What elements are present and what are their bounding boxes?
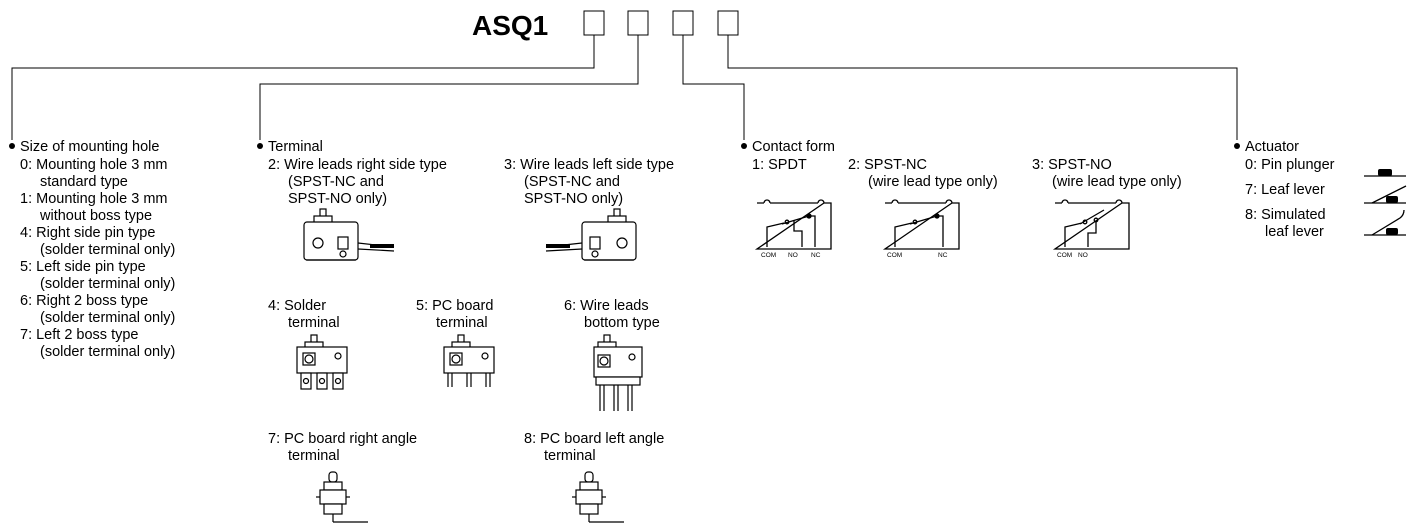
terminal-opt5-line2: terminal — [436, 315, 488, 331]
actuator-header: Actuator — [1245, 139, 1299, 155]
contact-header: Contact form — [752, 139, 835, 155]
spst-nc-com-label: COM — [887, 252, 903, 259]
size-option: (solder terminal only) — [40, 276, 176, 292]
wire-leads-bottom-illustration — [593, 334, 643, 411]
wire-leads-left-illustration — [545, 208, 637, 261]
terminal-opt4-line2: terminal — [288, 315, 340, 331]
contact-opt3-line2: (wire lead type only) — [1052, 174, 1182, 190]
contact-opt2-line2: (wire lead type only) — [868, 174, 998, 190]
size-option: 4: Right side pin type — [20, 225, 156, 241]
code-box-4 — [717, 10, 739, 36]
code-box-1 — [583, 10, 605, 36]
spst-no-schematic — [1052, 199, 1130, 250]
terminal-opt3-line3: SPST-NO only) — [524, 191, 624, 207]
pc-board-terminal-illustration — [443, 334, 495, 387]
bullet-size — [9, 143, 15, 149]
spdt-schematic — [754, 199, 832, 250]
size-option: 6: Right 2 boss type — [20, 293, 149, 309]
contact-opt1: 1: SPDT — [752, 157, 807, 173]
pc-board-right-angle-illustration — [316, 471, 368, 523]
size-option: (solder terminal only) — [40, 344, 176, 360]
spst-no-no-label: NO — [1078, 252, 1088, 259]
terminal-opt6-line2: bottom type — [584, 315, 660, 331]
terminal-opt2-line3: SPST-NO only) — [288, 191, 388, 207]
code-box-2 — [627, 10, 649, 36]
actuator-option: 7: Leaf lever — [1245, 182, 1325, 198]
terminal-opt3-line1: 3: Wire leads left side type — [504, 157, 675, 173]
spst-no-com-label: COM — [1057, 252, 1073, 259]
terminal-opt8-line2: terminal — [544, 448, 596, 464]
simulated-leaf-lever-icon — [1364, 209, 1406, 236]
pin-plunger-icon — [1364, 169, 1406, 177]
terminal-opt3-line2: (SPST-NC and — [524, 174, 620, 190]
size-option: standard type — [40, 174, 128, 190]
terminal-opt2-line2: (SPST-NC and — [288, 174, 384, 190]
actuator-option: 8: Simulated — [1245, 207, 1326, 223]
size-header: Size of mounting hole — [20, 139, 160, 155]
bullet-actuator — [1234, 143, 1240, 149]
spst-nc-nc-label: NC — [938, 252, 948, 259]
actuator-option: leaf lever — [1265, 224, 1324, 240]
size-option: (solder terminal only) — [40, 310, 176, 326]
model-code: ASQ1 — [472, 10, 549, 41]
terminal-opt7-line1: 7: PC board right angle — [268, 431, 418, 447]
size-option: 5: Left side pin type — [20, 259, 146, 275]
line-size — [11, 35, 595, 140]
size-option: 1: Mounting hole 3 mm — [20, 191, 168, 207]
contact-opt3-line1: 3: SPST-NO — [1032, 157, 1112, 173]
spdt-com-label: COM — [761, 252, 777, 259]
contact-opt2-line1: 2: SPST-NC — [848, 157, 927, 173]
solder-terminal-illustration — [296, 334, 348, 390]
code-box-3 — [672, 10, 694, 36]
terminal-header: Terminal — [268, 139, 323, 155]
line-contact — [682, 35, 745, 140]
line-actuator — [727, 35, 1238, 140]
actuator-option: 0: Pin plunger — [1245, 157, 1335, 173]
bullet-terminal — [257, 143, 263, 149]
size-option: (solder terminal only) — [40, 242, 176, 258]
spdt-nc-label: NC — [811, 252, 821, 259]
spst-nc-schematic — [882, 199, 960, 250]
terminal-opt5-line1: 5: PC board — [416, 298, 494, 314]
line-terminal — [259, 35, 639, 140]
pc-board-left-angle-illustration — [572, 471, 624, 523]
terminal-opt6-line1: 6: Wire leads — [564, 298, 649, 314]
spdt-no-label: NO — [788, 252, 798, 259]
wire-leads-right-illustration — [303, 208, 395, 261]
terminal-opt4-line1: 4: Solder — [268, 298, 327, 314]
terminal-opt7-line2: terminal — [288, 448, 340, 464]
size-option: without boss type — [40, 208, 153, 224]
leaf-lever-icon — [1364, 185, 1407, 204]
size-option: 7: Left 2 boss type — [20, 327, 139, 343]
size-option: 0: Mounting hole 3 mm — [20, 157, 168, 173]
terminal-opt2-line1: 2: Wire leads right side type — [268, 157, 447, 173]
bullet-contact — [741, 143, 747, 149]
terminal-opt8-line1: 8: PC board left angle — [524, 431, 665, 447]
